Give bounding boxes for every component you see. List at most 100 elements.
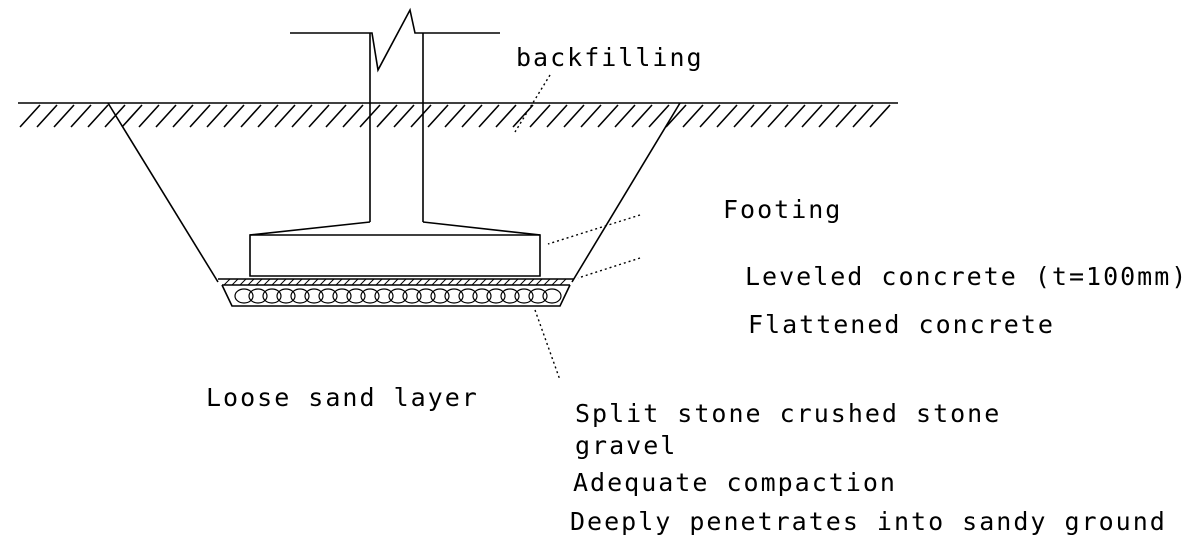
- level-hatch-stroke: [551, 278, 559, 286]
- level-hatch-stroke: [287, 278, 295, 286]
- hatch-stroke: [461, 104, 483, 128]
- level-hatch-stroke: [319, 278, 327, 286]
- level-hatch-stroke: [527, 278, 535, 286]
- gravel-stone: [262, 288, 282, 304]
- gravel-stone: [388, 288, 408, 304]
- hatch-stroke: [563, 104, 585, 128]
- hatch-stroke: [614, 104, 636, 128]
- leader-split-stone: [534, 309, 561, 381]
- level-hatch-stroke: [415, 278, 423, 286]
- hatch-stroke: [767, 104, 789, 128]
- hatch-stroke: [138, 104, 160, 128]
- level-hatch-stroke: [543, 278, 551, 286]
- hatch-stroke: [546, 104, 568, 128]
- column-top-left-break: [290, 7, 500, 73]
- gravel-stone: [276, 288, 296, 304]
- level-hatch-stroke: [231, 278, 239, 286]
- hatch-stroke: [325, 104, 347, 128]
- hatch-stroke: [801, 104, 823, 128]
- hatch-stroke: [104, 104, 126, 128]
- level-hatch-stroke: [383, 278, 391, 286]
- hatch-stroke: [189, 104, 211, 128]
- gravel-stone: [318, 288, 338, 304]
- gravel-stone: [430, 288, 450, 304]
- gravel-stone: [542, 288, 562, 304]
- hatch-stroke: [529, 104, 551, 128]
- level-hatch-stroke: [479, 278, 487, 286]
- hatch-stroke: [835, 104, 857, 128]
- hatch-stroke: [223, 104, 245, 128]
- leader-leveled-concrete: [577, 257, 641, 279]
- level-hatch-stroke: [295, 278, 303, 286]
- label-leveled-concrete: Leveled concrete (t=100mm): [745, 262, 1183, 291]
- level-hatch-stroke: [303, 278, 311, 286]
- hatch-stroke: [597, 104, 619, 128]
- level-hatch-stroke: [455, 278, 463, 286]
- hatch-stroke: [121, 104, 143, 128]
- gravel-stone: [332, 288, 352, 304]
- excavation-right-side: [571, 102, 681, 283]
- gravel-stone: [248, 288, 268, 304]
- label-split-stone-line2: gravel: [575, 431, 678, 460]
- level-hatch-stroke: [447, 278, 455, 286]
- gravel-stone: [374, 288, 394, 304]
- gravel-stone: [486, 288, 506, 304]
- level-hatch-stroke: [239, 278, 247, 286]
- hatch-stroke: [257, 104, 279, 128]
- level-hatch-stroke: [487, 278, 495, 286]
- level-hatch-stroke: [391, 278, 399, 286]
- gravel-circles: [234, 288, 562, 304]
- label-loose-sand: Loose sand layer: [206, 383, 479, 412]
- level-hatch-stroke: [431, 278, 439, 286]
- hatch-stroke: [393, 104, 415, 128]
- footing-outline: [249, 221, 541, 277]
- level-hatch-stroke: [351, 278, 359, 286]
- hatch-stroke: [444, 104, 466, 128]
- hatch-stroke: [376, 104, 398, 128]
- gravel-stone: [234, 288, 254, 304]
- gravel-stone: [304, 288, 324, 304]
- hatch-stroke: [19, 104, 41, 128]
- level-hatch-stroke: [559, 278, 567, 286]
- level-hatch-stroke: [255, 278, 263, 286]
- hatch-stroke: [206, 104, 228, 128]
- gravel-stone: [500, 288, 520, 304]
- hatch-stroke: [36, 104, 58, 128]
- gravel-stone: [458, 288, 478, 304]
- level-hatch-stroke: [279, 278, 287, 286]
- level-hatch-stroke: [511, 278, 519, 286]
- hatch-stroke: [274, 104, 296, 128]
- level-hatch-stroke: [343, 278, 351, 286]
- hatch-stroke: [291, 104, 313, 128]
- gravel-stone: [402, 288, 422, 304]
- hatch-stroke: [308, 104, 330, 128]
- hatch-stroke: [818, 104, 840, 128]
- hatch-stroke: [53, 104, 75, 128]
- leader-backfilling: [514, 74, 551, 133]
- hatch-stroke: [682, 104, 704, 128]
- hatch-stroke: [410, 104, 432, 128]
- leveled-concrete-hatching: [223, 278, 567, 286]
- level-hatch-stroke: [311, 278, 319, 286]
- gravel-stone: [444, 288, 464, 304]
- gravel-stone: [290, 288, 310, 304]
- gravel-stone: [514, 288, 534, 304]
- level-hatch-stroke: [439, 278, 447, 286]
- gravel-stone: [360, 288, 380, 304]
- level-hatch-stroke: [263, 278, 271, 286]
- hatch-stroke: [648, 104, 670, 128]
- level-hatch-stroke: [519, 278, 527, 286]
- hatch-stroke: [699, 104, 721, 128]
- label-flattened-concrete: Flattened concrete: [748, 310, 1055, 339]
- label-footing: Footing: [723, 195, 843, 224]
- level-hatch-stroke: [407, 278, 415, 286]
- hatch-stroke: [784, 104, 806, 128]
- gravel-stone: [346, 288, 366, 304]
- hatch-stroke: [665, 104, 687, 128]
- hatch-stroke: [478, 104, 500, 128]
- level-hatch-stroke: [463, 278, 471, 286]
- gravel-stone: [528, 288, 548, 304]
- level-hatch-stroke: [271, 278, 279, 286]
